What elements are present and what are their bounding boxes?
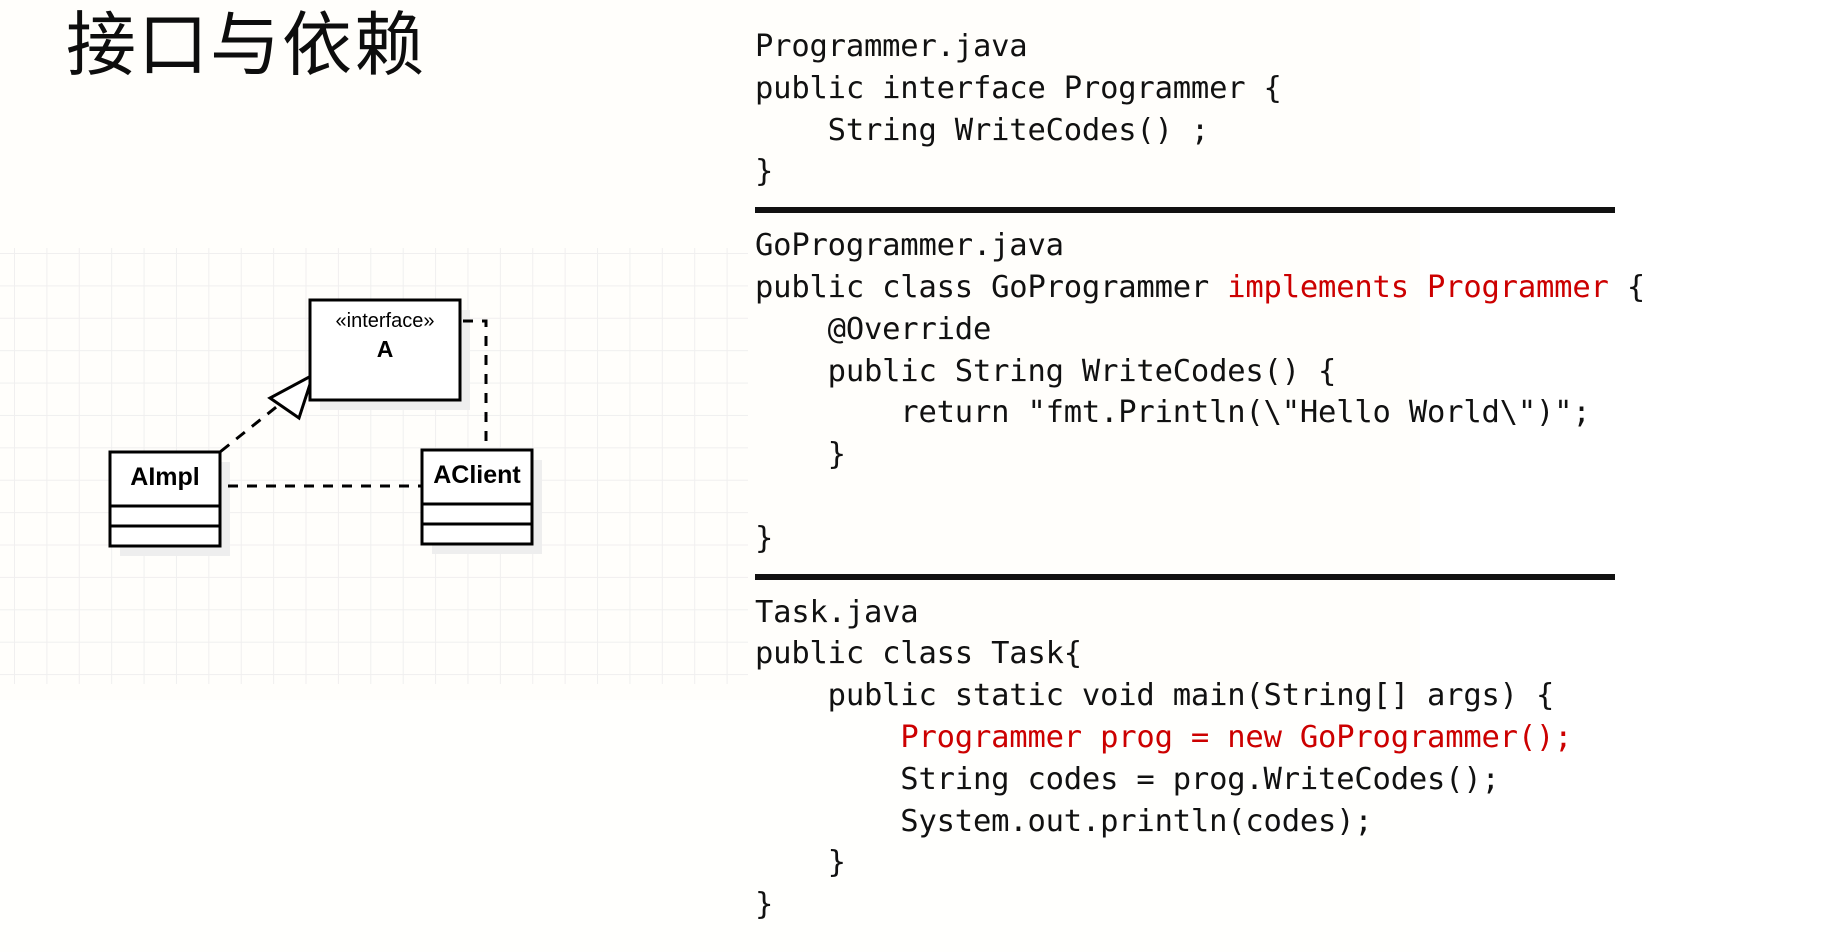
uml-node-aclient-label: AClient (433, 461, 521, 489)
code-line: public String WriteCodes() { (755, 351, 1835, 393)
uml-node-interface-a (308, 298, 462, 402)
code-column: Programmer.java public interface Programm… (755, 26, 1835, 926)
code-line: GoProgrammer.java (755, 225, 1835, 267)
code-token-highlight: implements Programmer (1227, 269, 1609, 305)
code-token: System.out.println(codes); (755, 803, 1373, 839)
code-line: public interface Programmer { (755, 68, 1835, 110)
uml-node-aimpl-label: AImpl (130, 463, 200, 491)
code-token: public class GoProgrammer (755, 269, 1228, 305)
code-line: public class GoProgrammer implements Pro… (755, 267, 1835, 309)
code-line: Task.java (755, 592, 1835, 634)
spacer (755, 560, 1835, 574)
code-token: return "fmt.Println(\"Hello World\")"; (755, 395, 1591, 431)
code-token: public String WriteCodes() { (755, 353, 1337, 389)
uml-diagram-canvas: A (dashed, open arrow) ===== --> AImpl (… (108, 298, 542, 556)
uml-node-aclient (420, 448, 534, 546)
code-line: String WriteCodes() ; (755, 110, 1835, 152)
code-line: } (755, 518, 1835, 560)
code-line: Programmer prog = new GoProgrammer(); (755, 717, 1835, 759)
code-token: public static void main(String[] args) { (755, 678, 1555, 714)
code-token: Task.java (755, 594, 919, 630)
code-token: } (755, 887, 774, 923)
uml-diagram: A (dashed, open arrow) ===== --> AImpl (… (0, 248, 748, 684)
code-divider-2 (755, 573, 1615, 580)
code-line: Programmer.java (755, 26, 1835, 68)
code-line: public class Task{ (755, 633, 1835, 675)
spacer (755, 193, 1835, 207)
code-line: } (755, 434, 1835, 476)
code-block-programmer: Programmer.java public interface Programm… (755, 26, 1835, 193)
code-token: public class Task{ (755, 636, 1082, 672)
code-token: } (755, 437, 846, 473)
code-token: Programmer.java (755, 29, 1028, 64)
code-token (755, 720, 900, 755)
code-line: String codes = prog.WriteCodes(); (755, 759, 1835, 801)
code-token: } (755, 845, 846, 881)
code-line: } (755, 842, 1835, 884)
code-token: } (755, 154, 774, 190)
uml-node-aimpl (108, 450, 222, 548)
code-line: public static void main(String[] args) { (755, 675, 1835, 717)
code-line: System.out.println(codes); (755, 801, 1835, 843)
uml-node-interface-a-label: A (376, 336, 394, 362)
code-divider-1 (755, 207, 1615, 214)
spacer (755, 213, 1835, 225)
code-token: @Override (755, 311, 992, 347)
code-line: } (755, 884, 1835, 926)
code-token-highlight: Programmer prog = new GoProgrammer(); (900, 719, 1573, 755)
spacer (755, 580, 1835, 592)
page-title: 接口与依赖 (66, 4, 426, 86)
code-token: { (1608, 269, 1645, 305)
code-line: } (755, 151, 1835, 193)
code-token: String WriteCodes() ; (755, 112, 1210, 148)
code-line (755, 476, 1835, 518)
code-token: String codes = prog.WriteCodes(); (755, 761, 1500, 797)
code-token: GoProgrammer.java (755, 228, 1064, 264)
edge-realization-aimpl-a (204, 398, 286, 466)
uml-node-interface-a-stereotype: «interface» (335, 310, 435, 332)
code-token: } (755, 520, 774, 556)
realization-arrowhead (267, 371, 316, 421)
code-line: return "fmt.Println(\"Hello World\")"; (755, 392, 1835, 434)
code-block-task: Task.java public class Task{ public stati… (755, 592, 1835, 926)
edge-dependency-aclient-a (394, 319, 488, 460)
code-token: public interface Programmer { (755, 70, 1282, 106)
code-line: @Override (755, 309, 1835, 351)
